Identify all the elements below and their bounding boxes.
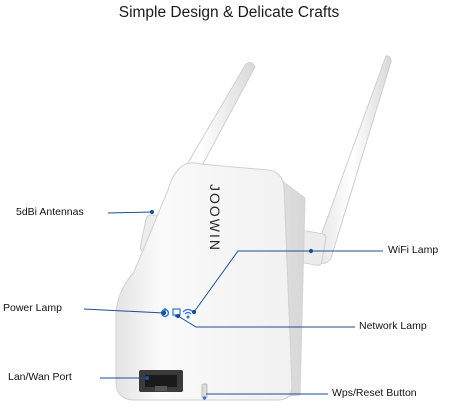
wps-reset-button-icon: [201, 383, 208, 400]
label-antennas: 5dBi Antennas: [16, 206, 84, 218]
label-network-lamp: Network Lamp: [359, 320, 427, 332]
callout-antennas: [107, 211, 153, 214]
right-antenna: [295, 55, 392, 266]
device-body: [115, 162, 293, 401]
callout-network-lamp: [177, 315, 355, 328]
callout-power-lamp: [83, 308, 165, 314]
page-title: Simple Design & Delicate Crafts: [118, 4, 340, 21]
callout-wifi-lamp: [193, 250, 383, 313]
callout-lines: [83, 209, 383, 395]
label-wps-reset: Wps/Reset Button: [332, 387, 417, 399]
label-lan-wan-port: Lan/Wan Port: [8, 371, 72, 383]
brand-logo: JOOWIN: [207, 184, 223, 252]
lan-wan-port-icon: [139, 370, 183, 392]
label-wifi-lamp: WiFi Lamp: [388, 244, 439, 256]
label-power-lamp: Power Lamp: [3, 302, 62, 314]
